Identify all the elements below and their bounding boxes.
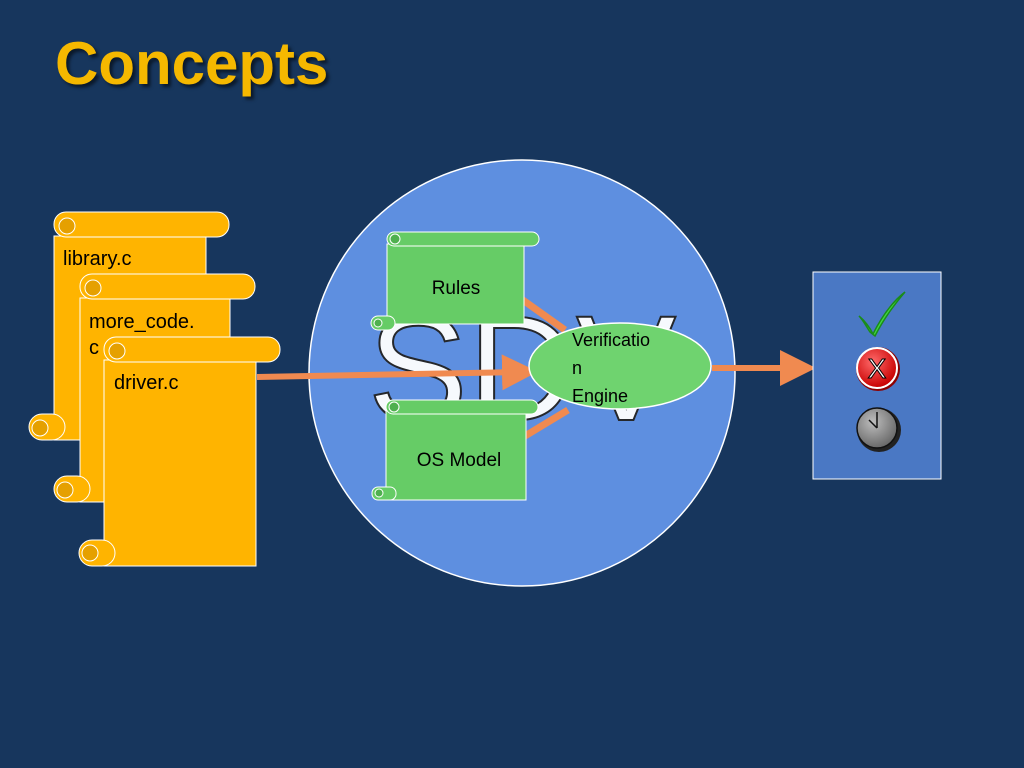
file-label-more-code-line2: c — [89, 337, 99, 359]
rules-label: Rules — [432, 278, 481, 299]
check-icon — [858, 291, 906, 338]
arrow-osmodel-to-engine — [523, 407, 570, 439]
file-label-library: library.c — [63, 248, 132, 270]
engine-label-line2: n — [572, 358, 582, 378]
file-scroll-driver: driver.c — [78, 336, 281, 567]
x-glyph: X — [868, 353, 887, 384]
x-icon: X — [856, 347, 900, 391]
file-label-more-code-line1: more_code. — [89, 311, 195, 333]
file-label-driver: driver.c — [114, 372, 178, 394]
engine-label-line3: Engine — [572, 386, 628, 406]
arrow-driver-to-engine — [256, 354, 538, 391]
verification-engine: Verificatio n Engine — [528, 322, 712, 410]
rules-scroll: Rules — [370, 231, 540, 331]
os-model-label: OS Model — [417, 450, 501, 471]
arrow-rules-to-engine — [517, 295, 568, 333]
clock-icon — [856, 407, 901, 452]
slide-title: Concepts — [55, 30, 329, 97]
os-model-scroll: OS Model — [371, 399, 539, 501]
engine-label-line1: Verificatio — [572, 330, 650, 350]
